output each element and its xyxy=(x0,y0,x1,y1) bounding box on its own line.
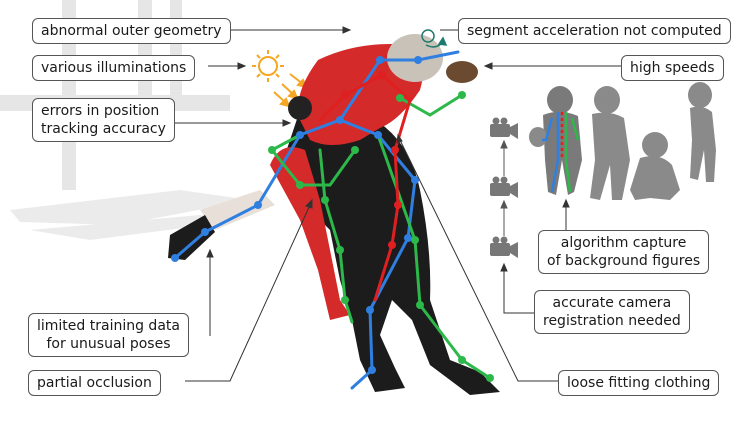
field-shadow xyxy=(10,190,250,240)
label-line: tracking accuracy xyxy=(41,121,166,137)
label-various-illuminations: various illuminations xyxy=(32,55,196,81)
label-text: high speeds xyxy=(630,60,715,76)
light-rays xyxy=(273,73,308,108)
camera-icon xyxy=(490,117,518,139)
label-segment-acceleration: segment acceleration not computed xyxy=(458,18,731,44)
label-text: abnormal outer geometry xyxy=(41,23,222,39)
label-line: for unusual poses xyxy=(46,336,171,352)
label-line: registration needed xyxy=(543,313,681,329)
label-line: accurate camera xyxy=(552,295,672,311)
label-high-speeds: high speeds xyxy=(621,55,724,81)
camera-icon xyxy=(490,176,518,198)
leader-lines xyxy=(168,26,621,382)
label-line: algorithm capture xyxy=(560,235,687,251)
camera-arrows xyxy=(500,139,508,236)
label-errors-position-tracking: errors in position tracking accuracy xyxy=(32,98,175,142)
label-text: partial occlusion xyxy=(37,375,152,391)
rotation-arrow-icon xyxy=(421,29,448,48)
label-limited-training-data: limited training data for unusual poses xyxy=(28,313,189,357)
skeleton-joints xyxy=(171,56,494,382)
players xyxy=(168,34,500,395)
football xyxy=(446,61,478,83)
label-partial-occlusion: partial occlusion xyxy=(28,370,161,396)
background-skeleton xyxy=(542,112,580,193)
sun-icon xyxy=(252,50,284,82)
label-line: limited training data xyxy=(37,318,180,334)
label-line: of background figures xyxy=(547,253,701,269)
camera-icon xyxy=(490,236,518,258)
background-figures xyxy=(529,82,716,200)
label-line: errors in position xyxy=(41,103,160,119)
label-background-figures: algorithm capture of background figures xyxy=(538,230,710,274)
label-text: segment acceleration not computed xyxy=(467,23,722,39)
label-camera-registration: accurate camera registration needed xyxy=(534,290,690,334)
label-abnormal-outer-geometry: abnormal outer geometry xyxy=(32,18,231,44)
label-text: loose fitting clothing xyxy=(567,375,711,391)
label-loose-fitting-clothing: loose fitting clothing xyxy=(558,370,720,396)
label-text: various illuminations xyxy=(41,60,187,76)
